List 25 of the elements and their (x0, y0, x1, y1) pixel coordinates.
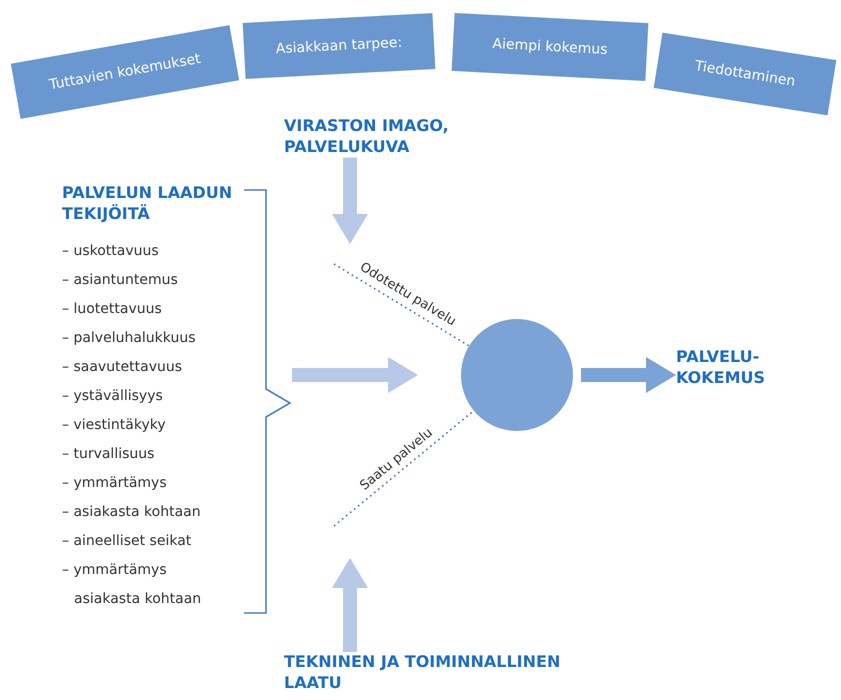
list-item: – saavutettavuus (62, 358, 184, 377)
list-item: – asiakasta kohtaan (62, 502, 202, 522)
list-item: – uskottavuus (62, 242, 160, 261)
list-item: – ymmärtämys (62, 474, 168, 493)
banner-box: Asiakkaan tarpee: (242, 13, 436, 79)
arrow (332, 158, 368, 244)
list-item: – palveluhalukkuus (62, 328, 197, 348)
concept-label: VIRASTON IMAGO, PALVELUKUVA (284, 116, 504, 158)
list-item: – luotettavuus (62, 300, 163, 319)
section-heading: PALVELUN LAADUN TEKIJÖITÄ (62, 183, 234, 225)
concept-label: PALVELU- KOKEMUS (676, 347, 796, 389)
list-item: – viestintäkyky (62, 416, 167, 435)
list-item: – turvallisuus (62, 444, 156, 464)
dotted-line (334, 410, 474, 527)
concept-label: TEKNINEN JA TOIMINNALLINEN LAATU (284, 652, 564, 694)
circle-shape (461, 319, 573, 431)
list-item: – ystävällisyys (62, 386, 164, 406)
arrow (581, 357, 676, 393)
banner-box: Tuttavien kokemukset (10, 25, 240, 119)
arrow (332, 558, 368, 652)
list-item: – ymmärtämys asiakasta kohtaan (62, 560, 202, 609)
dotted-line (334, 263, 470, 347)
list-item: – aineelliset seikat (62, 532, 192, 551)
banner-box: Aiempi kokemus (452, 12, 648, 82)
list-item: – asiantuntemus (62, 270, 179, 290)
